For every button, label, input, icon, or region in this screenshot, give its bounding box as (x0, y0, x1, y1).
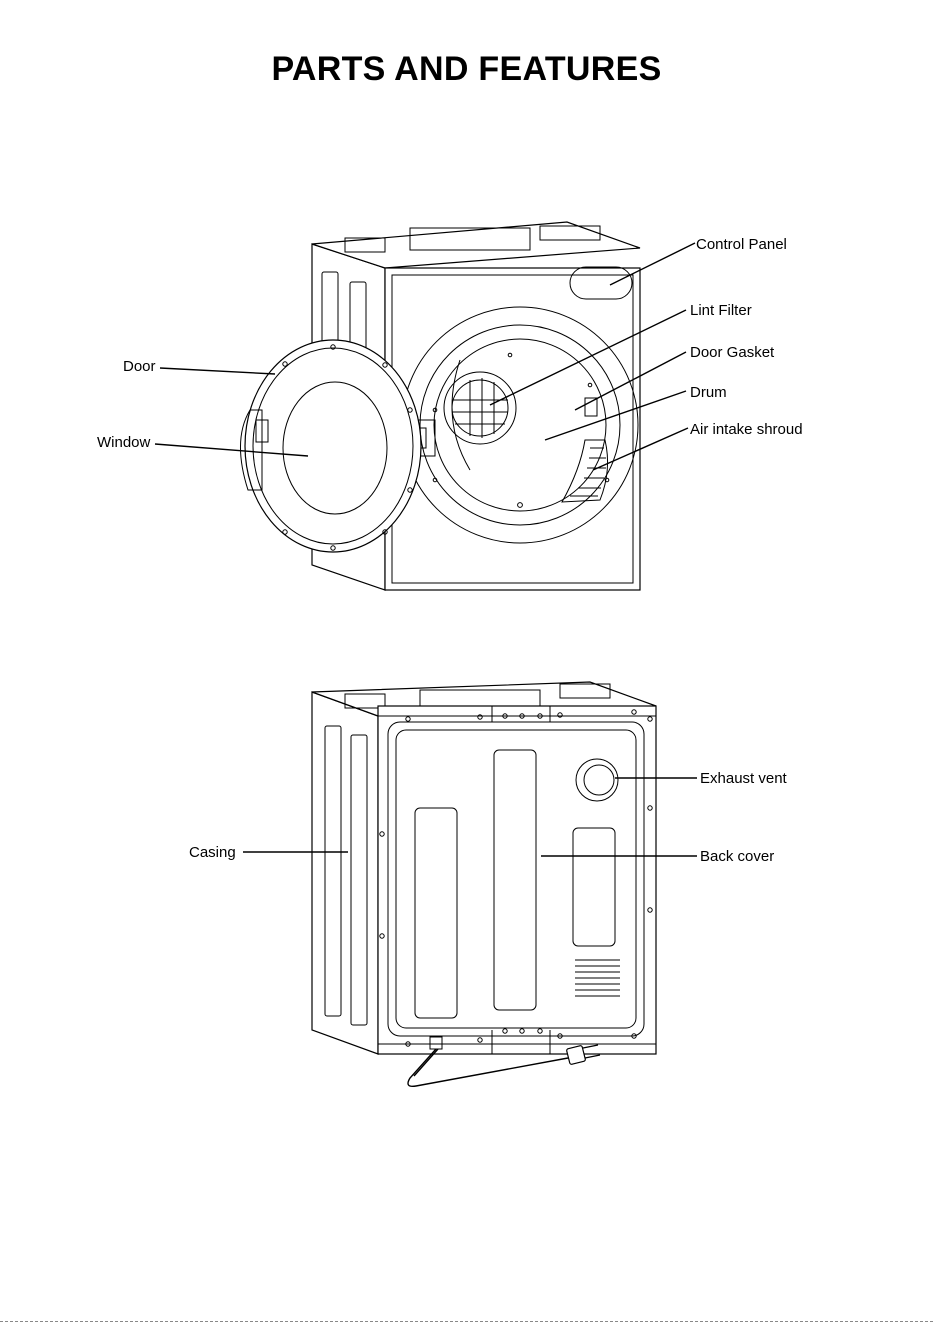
leader-door (160, 368, 275, 374)
page-bottom-rule (0, 1321, 933, 1322)
label-exhaust-vent: Exhaust vent (700, 770, 788, 787)
power-plug-body (566, 1045, 585, 1064)
back-side-panel (312, 692, 378, 1054)
label-door: Door (123, 358, 156, 375)
front-face (385, 268, 640, 590)
label-drum: Drum (690, 384, 727, 401)
back-view-illustration (312, 682, 656, 1086)
door-outer (245, 340, 421, 552)
back-face (378, 706, 656, 1054)
label-door-gasket: Door Gasket (690, 344, 775, 361)
front-view-illustration (240, 222, 640, 590)
label-back-cover: Back cover (700, 848, 774, 865)
label-control-panel: Control Panel (696, 236, 787, 253)
label-air-intake-shroud: Air intake shroud (690, 421, 803, 438)
plug-prong-2 (585, 1055, 600, 1058)
label-casing: Casing (189, 844, 236, 861)
label-window: Window (97, 434, 151, 451)
label-lint-filter: Lint Filter (690, 302, 752, 319)
